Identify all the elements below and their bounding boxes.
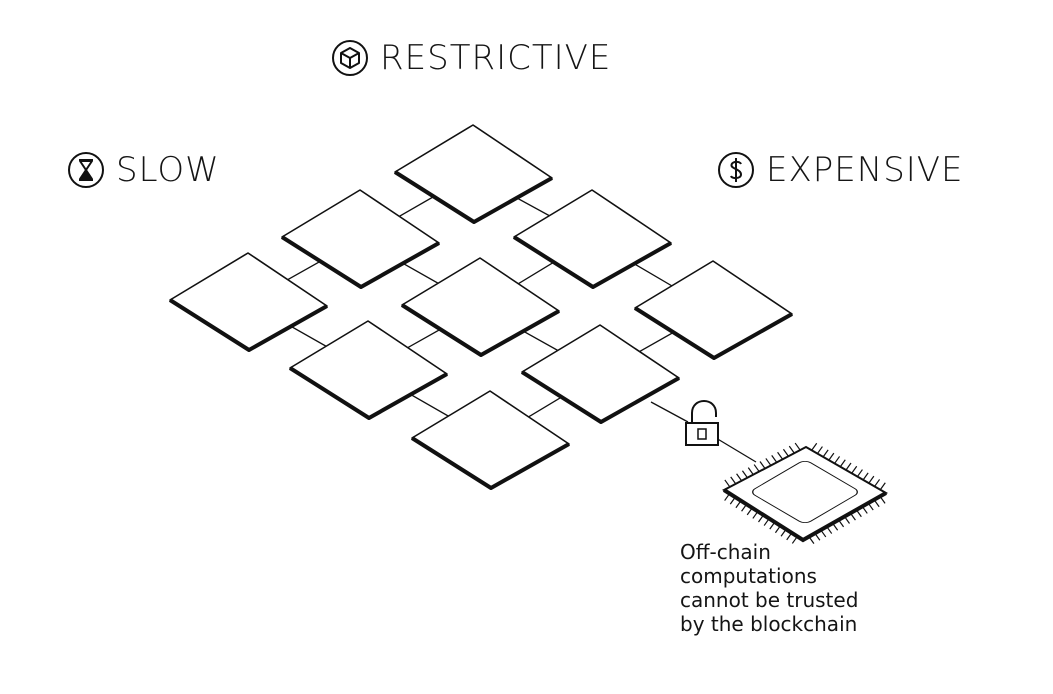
network-node	[400, 257, 560, 357]
chip-pin	[753, 464, 760, 472]
chip-pin	[868, 475, 875, 484]
chip-pin	[730, 476, 737, 485]
cube-icon	[332, 40, 368, 76]
offchain-link	[650, 401, 689, 423]
chip-pin	[862, 472, 869, 481]
network-node	[168, 252, 328, 352]
slow-text: SLOW	[116, 150, 220, 190]
chip-pin	[845, 462, 852, 471]
caption-line-1: Off-chain	[680, 540, 771, 564]
chip-pin	[788, 445, 795, 454]
chip-pin	[828, 452, 835, 461]
network-node	[410, 390, 570, 490]
offchain-caption: Off-chain computations cannot be trusted…	[680, 540, 858, 636]
expensive-label: EXPENSIVE	[716, 150, 964, 190]
network-node	[393, 124, 553, 224]
network-node	[288, 320, 448, 420]
chip-pin	[851, 465, 858, 474]
unlocked-padlock-icon	[685, 400, 719, 446]
chip-pin	[765, 458, 772, 466]
expensive-text: EXPENSIVE	[766, 150, 964, 190]
network-nodes	[168, 124, 793, 490]
chip-pin	[771, 455, 778, 463]
chip-pin	[822, 449, 829, 458]
chip-pin	[736, 473, 743, 482]
chip-icon	[722, 442, 889, 544]
dollar-icon	[718, 152, 754, 188]
network-node	[520, 324, 680, 424]
chip-pin	[811, 442, 818, 451]
chip-die	[752, 461, 858, 523]
chip-pin	[777, 451, 784, 460]
chip-pin	[747, 467, 754, 475]
caption-line-3: cannot be trusted	[680, 588, 859, 612]
chip-pin	[856, 469, 863, 477]
chip-pin	[794, 442, 801, 451]
restrictive-text: RESTRICTIVE	[380, 38, 612, 78]
slow-label: SLOW	[66, 150, 220, 190]
hourglass-icon	[68, 152, 104, 188]
chip-pin	[834, 456, 841, 464]
caption-line-4: by the blockchain	[680, 612, 858, 636]
network-node	[280, 189, 440, 289]
chip-pin	[879, 482, 886, 491]
chip-pin	[782, 448, 789, 457]
chip-pin	[759, 461, 766, 469]
chip-pin	[816, 446, 823, 454]
network-node	[633, 260, 793, 360]
network-node	[512, 189, 672, 289]
chip-pin	[724, 479, 731, 488]
caption-line-2: computations	[680, 564, 817, 588]
chip-pin	[741, 470, 748, 479]
chip-edge	[722, 488, 887, 543]
chip-pin	[874, 479, 881, 487]
chip-pin	[839, 459, 846, 468]
offchain-link-2	[715, 437, 757, 463]
restrictive-label: RESTRICTIVE	[330, 38, 611, 78]
